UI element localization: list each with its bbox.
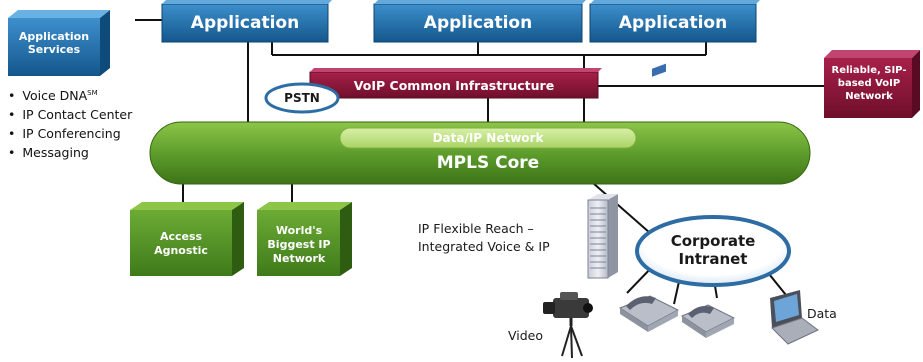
service-item: Messaging	[8, 143, 132, 162]
application-services-cube	[8, 10, 110, 76]
application-label-2: Application	[423, 13, 533, 33]
pstn-ellipse	[264, 82, 340, 114]
service-item: IP Contact Center	[8, 105, 132, 124]
desk-phone-icon-2	[680, 304, 736, 338]
application-label-1: Application	[190, 13, 300, 33]
data-ip-network-label: Data/IP Network	[432, 131, 544, 145]
server-rack-icon	[587, 194, 618, 279]
desk-phone-icon	[618, 63, 680, 332]
reliable-voip-box	[824, 50, 920, 118]
laptop-icon	[770, 290, 819, 345]
voip-infrastructure-bar	[309, 68, 602, 99]
application-box-3	[589, 0, 760, 43]
reliable-voip-label: Reliable, SIP-based VoIP Network	[831, 65, 907, 102]
mpls-core-tube	[149, 121, 811, 185]
application-box-1	[161, 0, 332, 43]
video-camera-icon	[543, 292, 593, 359]
worlds-biggest-label: World's Biggest IP Network	[267, 224, 331, 265]
access-agnostic-cube	[130, 202, 244, 276]
data-label: Data	[807, 306, 837, 321]
mpls-core-label: MPLS Core	[436, 153, 540, 173]
application-label-3: Application	[618, 13, 728, 33]
ip-flexible-reach-label: IP Flexible Reach – Integrated Voice & I…	[418, 221, 550, 254]
service-item: IP Conferencing	[8, 124, 132, 143]
pstn-label: PSTN	[284, 91, 320, 105]
corporate-intranet-ellipse	[635, 215, 791, 287]
services-list: Voice DNASM IP Contact Center IP Confere…	[8, 84, 132, 162]
access-agnostic-label: Access Agnostic	[154, 230, 208, 257]
video-label: Video	[508, 328, 544, 343]
application-services-label: Application Services	[18, 30, 90, 56]
voip-infrastructure-label: VoIP Common Infrastructure	[353, 78, 555, 93]
service-item: Voice DNASM	[8, 84, 132, 105]
application-box-2	[373, 0, 586, 43]
corporate-intranet-label: Corporate Intranet	[670, 232, 756, 268]
worlds-biggest-cube	[257, 202, 352, 276]
